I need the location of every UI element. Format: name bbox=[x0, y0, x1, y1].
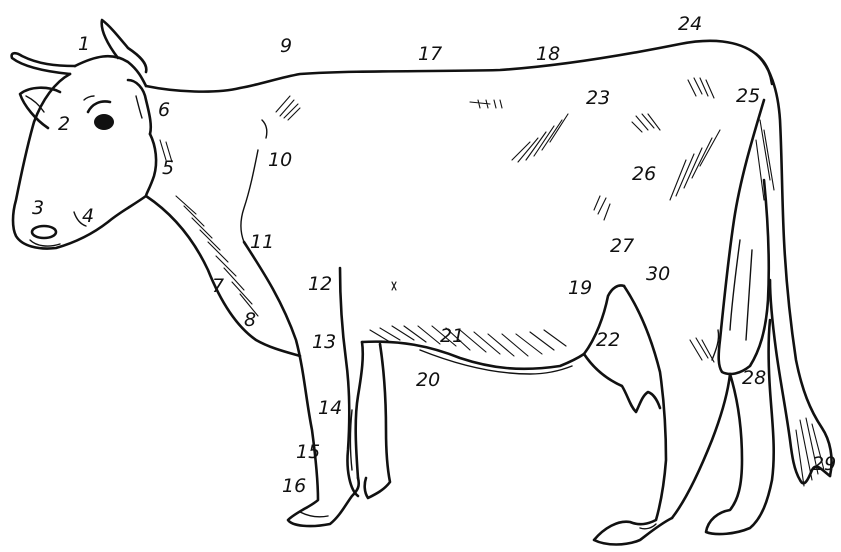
label-11: 11 bbox=[250, 231, 274, 253]
label-16: 16 bbox=[282, 475, 306, 497]
label-20: 20 bbox=[416, 369, 440, 391]
label-17: 17 bbox=[418, 43, 442, 65]
label-13: 13 bbox=[312, 331, 336, 353]
label-22: 22 bbox=[596, 329, 620, 351]
label-27: 27 bbox=[610, 235, 634, 257]
label-3: 3 bbox=[32, 197, 44, 219]
label-19: 19 bbox=[568, 277, 592, 299]
label-2: 2 bbox=[58, 113, 70, 135]
label-10: 10 bbox=[268, 149, 292, 171]
label-12: 12 bbox=[308, 273, 332, 295]
label-24: 24 bbox=[678, 13, 702, 35]
label-23: 23 bbox=[586, 87, 610, 109]
label-18: 18 bbox=[536, 43, 560, 65]
label-7: 7 bbox=[212, 275, 224, 297]
belly bbox=[362, 342, 584, 374]
label-14: 14 bbox=[318, 397, 342, 419]
label-1: 1 bbox=[78, 33, 90, 55]
label-4: 4 bbox=[82, 205, 94, 227]
label-9: 9 bbox=[280, 35, 292, 57]
rump-and-tail bbox=[719, 54, 832, 486]
label-28: 28 bbox=[742, 367, 766, 389]
label-15: 15 bbox=[296, 441, 320, 463]
label-25: 25 bbox=[736, 85, 760, 107]
label-5: 5 bbox=[162, 157, 174, 179]
label-6: 6 bbox=[158, 99, 170, 121]
label-26: 26 bbox=[632, 163, 656, 185]
label-8: 8 bbox=[244, 309, 256, 331]
label-30: 30 bbox=[646, 263, 670, 285]
label-29: 29 bbox=[812, 453, 836, 475]
body-outline bbox=[146, 41, 756, 356]
part-labels: 1 2 3 4 5 6 7 8 9 10 11 12 13 14 15 16 1… bbox=[32, 13, 836, 497]
label-21: 21 bbox=[440, 325, 464, 347]
